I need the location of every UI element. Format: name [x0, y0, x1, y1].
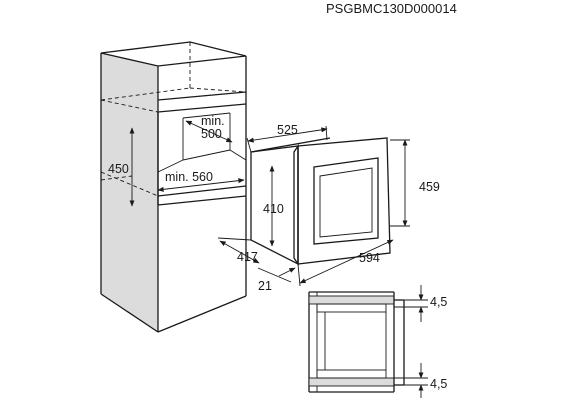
dim-niche-height: 450: [108, 162, 129, 176]
oven-front-panel: [297, 137, 391, 265]
cabinet-dimensions: [129, 120, 245, 207]
dim-oven-width: 594: [359, 251, 380, 265]
dim-niche-depth-line2: 500: [201, 127, 222, 141]
section-top-panel: [309, 296, 394, 304]
section-bottom-panel: [309, 378, 394, 386]
oven-window: [313, 157, 379, 245]
dim-oven-body-height: 410: [263, 202, 284, 216]
dim-oven-front-height: 459: [419, 180, 440, 194]
drawing-code: PSGBMC130D000014: [326, 1, 457, 16]
dim-oven-side-depth: 417: [237, 250, 258, 264]
dim-oven-depth: 525: [277, 123, 298, 137]
dim-front-offset: 21: [258, 279, 272, 293]
section-view: [308, 291, 405, 393]
dim-gap-bottom: 4,5: [430, 377, 447, 391]
dim-niche-width: min. 560: [165, 170, 213, 184]
dim-niche-depth-line1: min.: [201, 114, 225, 128]
oven-dimensions: [217, 125, 410, 287]
dim-gap-top: 4,5: [430, 295, 447, 309]
cabinet: [100, 41, 247, 333]
gap-dimensions: [394, 285, 428, 398]
